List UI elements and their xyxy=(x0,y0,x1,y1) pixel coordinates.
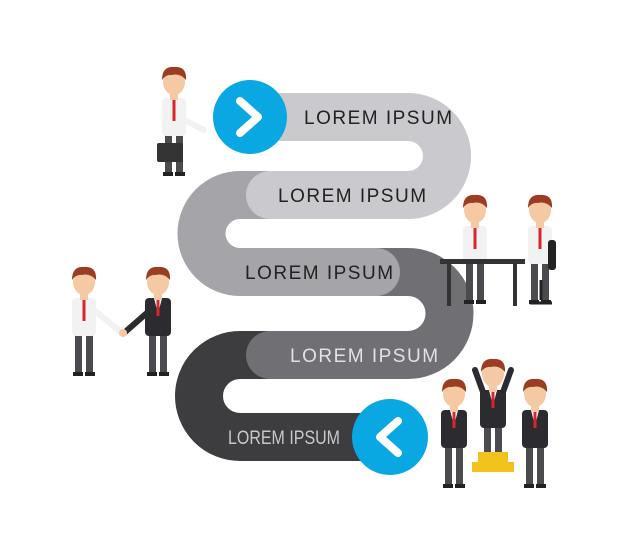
chevron-left-icon xyxy=(352,399,428,475)
step-2-label: LOREM IPSUM xyxy=(278,186,428,207)
winding-road xyxy=(175,93,474,461)
meeting-illustration xyxy=(440,194,556,306)
chevron-right-icon xyxy=(213,80,287,154)
road-segment-1 xyxy=(246,93,471,219)
road-segment-3 xyxy=(246,248,474,379)
road-segment-4 xyxy=(175,331,404,461)
step-5-label: LOREM IPSUM xyxy=(228,428,340,449)
walking-businessman-illustration xyxy=(157,66,207,176)
step-1-label: LOREM IPSUM xyxy=(304,108,454,129)
step-4-label: LOREM IPSUM xyxy=(290,346,440,367)
winners-podium-illustration xyxy=(441,358,548,488)
handshake-illustration xyxy=(72,266,171,376)
step-3-label: LOREM IPSUM xyxy=(245,263,395,284)
road-segment-2 xyxy=(177,171,400,296)
